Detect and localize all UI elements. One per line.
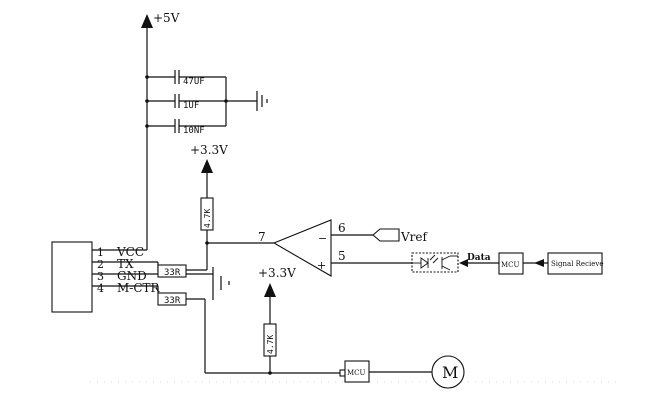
resistor-33r-tx xyxy=(157,264,187,278)
capacitor-1uf: 1UF xyxy=(174,94,226,111)
resistor-4k7-bottom-label: 4.7K xyxy=(266,335,275,354)
vref-label: Vref xyxy=(400,230,429,244)
optocoupler xyxy=(411,252,459,273)
supply-33v-top-label: +3.3V xyxy=(190,143,228,157)
connector-pin2-name: TX xyxy=(117,257,134,271)
capacitor-10nf-label: 10NF xyxy=(183,126,205,136)
opamp-noninverting-sign: + xyxy=(317,259,326,272)
signal-receive-label: Signal Recieve xyxy=(551,260,603,268)
resistor-4k7-top-label: 4.7K xyxy=(203,209,212,228)
opamp-inverting-pin: 6 xyxy=(338,221,346,235)
connector-pin1-number: 1 xyxy=(97,246,104,259)
data-label: Data xyxy=(467,253,491,263)
tx-path: 33R 4.7K +3.3V xyxy=(157,143,274,278)
ground-symbol-mid xyxy=(212,267,230,300)
mctr-path: 33R +3.3V 4.7K xyxy=(110,266,340,375)
connector-pin1-name: VCC xyxy=(116,245,144,259)
connector-pin2-number: 2 xyxy=(97,258,104,271)
capacitor-47uf-label: 47UF xyxy=(183,77,205,87)
opamp-noninverting-pin: 5 xyxy=(338,249,346,263)
supply-5v-arrow xyxy=(141,14,153,28)
mcu-receive-label: MCU xyxy=(501,261,520,269)
ground-symbol-top xyxy=(256,91,268,111)
capacitor-10nf: 10NF xyxy=(174,119,226,136)
opamp-output-pin: 7 xyxy=(258,230,266,244)
connector-pin4-number: 4 xyxy=(97,282,104,295)
connector-pin4-name: M-CTR xyxy=(117,281,161,295)
motor: M xyxy=(431,355,465,389)
opamp-comparator: − + 7 6 5 xyxy=(258,219,412,277)
capacitor-1uf-label: 1UF xyxy=(183,101,199,111)
motor-label: M xyxy=(442,363,458,382)
data-arrow xyxy=(459,259,468,267)
resistor-33r-tx-label: 33R xyxy=(164,268,181,278)
resistor-33r-mctr-label: 33R xyxy=(164,296,181,306)
vref-flag: Vref xyxy=(372,228,429,244)
mcu-motor-driver: MCU xyxy=(339,360,432,383)
connector-j1: 1 VCC 2 TX 3 GND 4 M-CTR xyxy=(51,241,161,313)
supply-33v-top-arrow xyxy=(201,159,213,173)
connector-pin3-name: GND xyxy=(117,269,147,283)
data-line: Data xyxy=(459,253,499,267)
connector-pin3-number: 3 xyxy=(97,270,104,283)
capacitor-47uf: 47UF xyxy=(174,70,226,87)
signal-receive-block: Signal Recieve xyxy=(547,252,603,275)
opamp-inverting-sign: − xyxy=(318,232,327,245)
mcu-receive: MCU xyxy=(498,252,548,275)
mcu-motor-label: MCU xyxy=(347,369,366,377)
supply-5v-rail: +5V 47UF 1UF 10NF xyxy=(141,11,268,250)
supply-33v-bottom-arrow xyxy=(264,283,276,297)
supply-5v-label: +5V xyxy=(153,11,180,25)
supply-33v-bottom-label: +3.3V xyxy=(258,266,296,280)
